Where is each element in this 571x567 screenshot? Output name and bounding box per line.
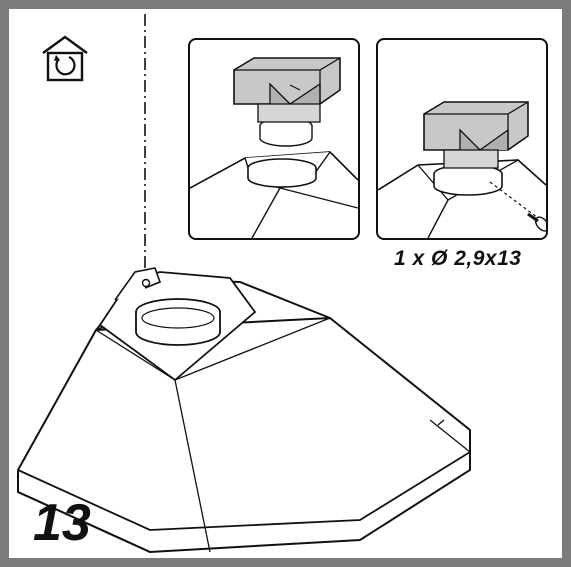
- hood-illustration: [17, 14, 471, 554]
- recirculation-house-icon: [39, 33, 91, 83]
- mounting-bracket: [114, 267, 162, 301]
- step-number: 13: [33, 494, 91, 552]
- detail-panel-deflector-lowering: [188, 38, 360, 240]
- deflector-screw-drawing: [378, 101, 546, 238]
- screw-specification: 1 x Ø 2,9x13: [394, 247, 522, 270]
- deflector-fitting-drawing: [190, 57, 358, 238]
- screw-icon: [527, 212, 546, 232]
- detail-panel-deflector-screwing: [376, 38, 548, 240]
